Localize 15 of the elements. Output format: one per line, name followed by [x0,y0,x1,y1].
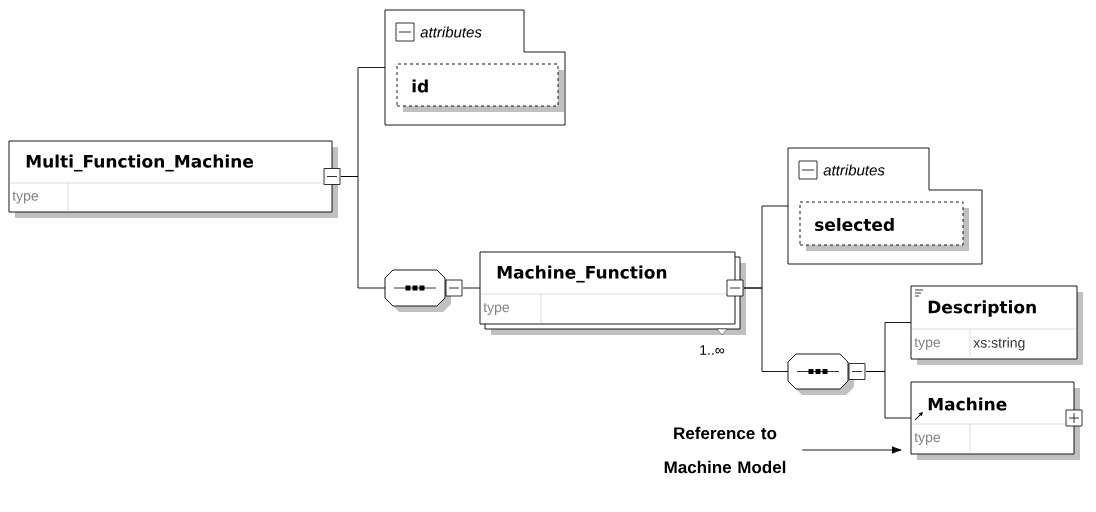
element-box: Machine_Function type [479,251,746,336]
attribute-box: id [396,63,564,112]
connector [340,176,386,289]
connector [865,371,912,419]
arrow [801,446,902,454]
attribute-box: selected [799,201,969,251]
connector [462,287,481,289]
element-box: Multi_Function_Machine type [8,140,341,218]
sequence-compositor [787,353,866,395]
sequence-compositor [384,269,463,312]
annotation-text: Reference to Machine Model [664,426,786,474]
multiplicity-label: 1..∞ [700,345,725,355]
element-box: Description type xs:string [910,285,1083,365]
connector [743,287,789,372]
element-box: Machine type [910,381,1083,460]
